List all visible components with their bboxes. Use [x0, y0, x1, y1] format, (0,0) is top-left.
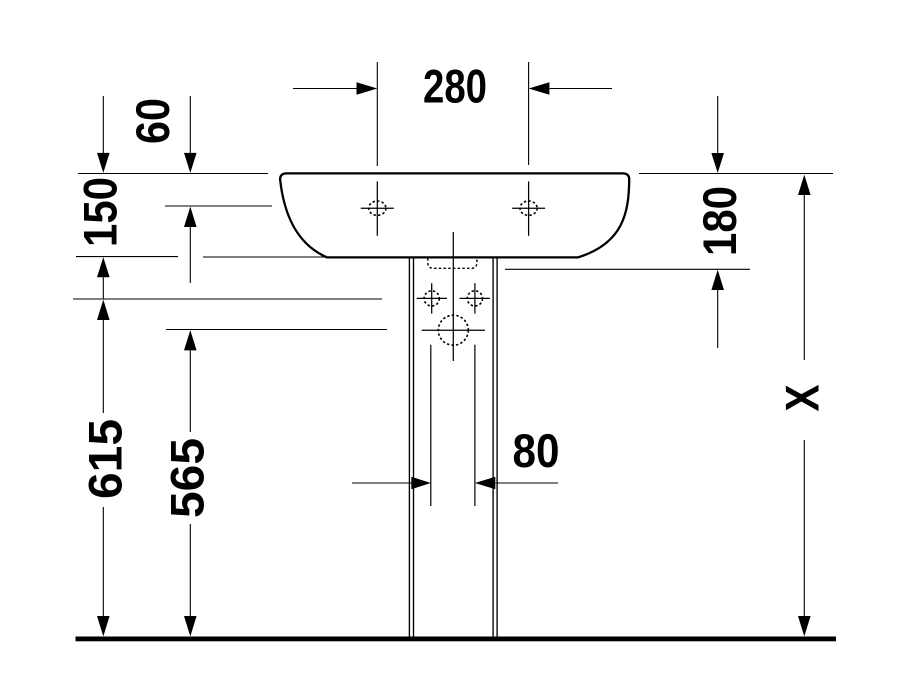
dim-top-to-basin-lower-edge: 150 — [74, 96, 127, 299]
fixing-holes — [416, 283, 490, 314]
arrowhead-down — [97, 616, 110, 637]
dim-floor-to-drain: 565 — [161, 330, 214, 637]
arrowhead-up — [184, 330, 197, 351]
dim-label-280: 280 — [423, 60, 487, 113]
arrowhead-up — [184, 206, 197, 227]
arrowhead-left — [528, 82, 550, 95]
dim-label-x: X — [776, 385, 829, 412]
arrowhead-down — [184, 616, 197, 637]
arrowhead-up — [97, 257, 110, 278]
dim-pedestal-channel-width: 80 — [352, 424, 560, 490]
arrowhead-up — [798, 174, 811, 195]
arrowhead-down — [798, 616, 811, 637]
arrowhead-down — [97, 152, 110, 173]
extension-lines — [73, 62, 833, 331]
pedestal-seat-recess-hidden-line — [427, 258, 478, 269]
dim-label-80: 80 — [513, 424, 560, 477]
dim-label-180: 180 — [693, 186, 746, 256]
dim-label-150: 150 — [74, 177, 127, 247]
drain-hole — [421, 232, 485, 361]
dim-label-565: 565 — [161, 438, 214, 518]
arrowhead-up — [97, 299, 110, 320]
dim-tap-hole-spacing: 280 — [293, 60, 612, 113]
arrowhead-up — [711, 269, 724, 290]
arrowhead-right — [411, 476, 431, 490]
dim-floor-to-fixing-holes: 615 — [79, 299, 132, 637]
dim-basin-height: 180 — [693, 96, 746, 348]
tap-holes — [360, 181, 546, 236]
arrowhead-left — [474, 476, 496, 490]
pedestal — [408, 257, 498, 637]
dim-top-to-tap-holes: 60 — [126, 96, 197, 283]
dim-label-615: 615 — [79, 419, 132, 499]
dim-overall-height: X — [776, 174, 829, 637]
arrowhead-down — [711, 153, 724, 173]
arrowhead-down — [184, 152, 197, 173]
dim-label-60: 60 — [126, 98, 179, 144]
basin-outline — [278, 172, 631, 259]
arrowhead-right — [356, 82, 378, 95]
floor-line — [75, 636, 836, 642]
